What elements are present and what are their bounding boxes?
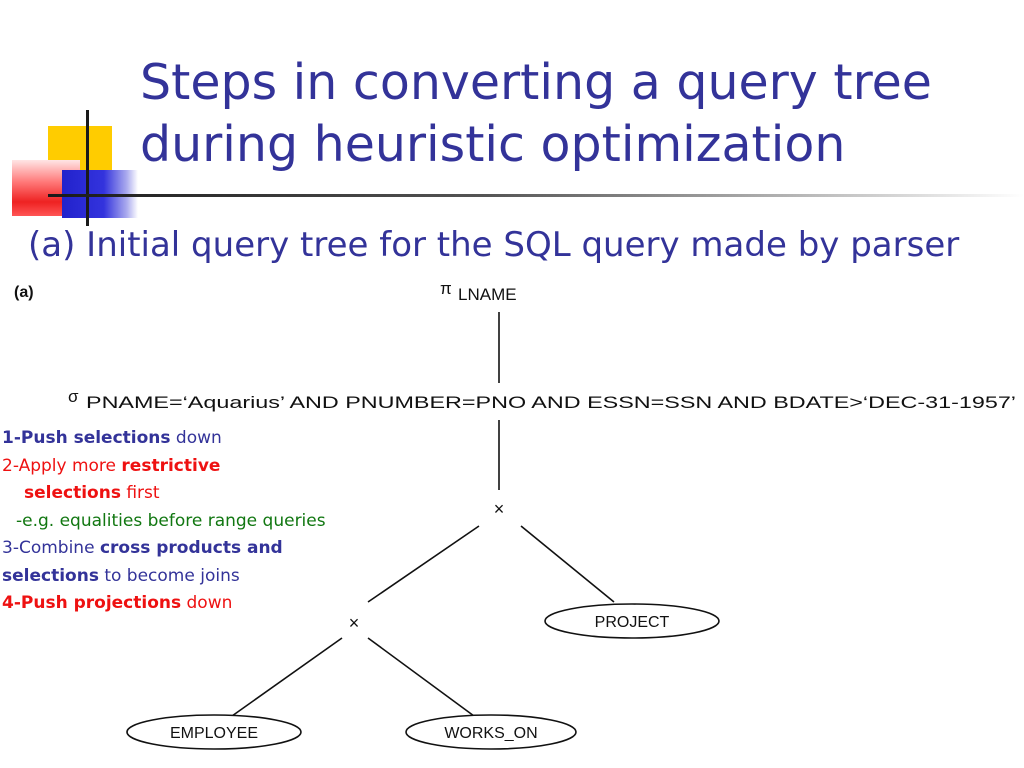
step-2-continued-rest: first bbox=[120, 483, 160, 503]
optimization-steps-list: 1-Push selections down 2-Apply more rest… bbox=[2, 425, 402, 618]
projection-attribute: LNAME bbox=[458, 285, 517, 304]
relation-label-project: PROJECT bbox=[595, 614, 670, 631]
relation-label-employee: EMPLOYEE bbox=[170, 725, 258, 742]
step-4: 4-Push projections down bbox=[2, 590, 402, 618]
step-1-rest: down bbox=[170, 428, 222, 448]
relation-node-project bbox=[544, 603, 720, 639]
decor-vertical-line bbox=[86, 110, 89, 226]
slide-title: Steps in converting a query tree during … bbox=[140, 52, 1010, 176]
step-3-continued-bold: selections bbox=[2, 565, 99, 586]
slide-title-line-1: Steps in converting a query tree bbox=[140, 54, 932, 111]
step-1-bold: 1-Push selections bbox=[2, 428, 171, 448]
cross-product-upper: × bbox=[494, 499, 505, 519]
relation-node-employee bbox=[126, 714, 302, 750]
cross-product-lower: × bbox=[349, 613, 360, 633]
step-2-bold: restrictive bbox=[121, 455, 221, 476]
edge-lower-cross-product-to-works-on bbox=[367, 637, 475, 717]
title-underline bbox=[48, 194, 1024, 197]
step-2-prefix: 2-Apply more bbox=[2, 455, 122, 476]
step-3-bold: cross products and bbox=[99, 538, 283, 558]
step-3-continued-rest: to become joins bbox=[98, 565, 240, 586]
edge-cross-product-to-lower-cross-product bbox=[367, 525, 480, 603]
step-1: 1-Push selections down bbox=[2, 425, 402, 453]
relation-label-works-on: WORKS_ON bbox=[444, 725, 537, 742]
projection-symbol: π bbox=[440, 279, 452, 298]
step-3-continued: selections to become joins bbox=[2, 563, 402, 591]
figure-label: (a) bbox=[14, 284, 34, 301]
step-2: 2-Apply more restrictive bbox=[2, 453, 402, 481]
step-4-rest: down bbox=[181, 593, 233, 613]
step-3-prefix: 3-Combine bbox=[2, 538, 100, 558]
selection-condition: PNAME=‘Aquarius’ AND PNUMBER=PNO AND ESS… bbox=[86, 394, 1016, 412]
slide-subtitle: (a) Initial query tree for the SQL query… bbox=[28, 225, 960, 265]
selection-symbol: σ bbox=[68, 387, 79, 406]
step-2-continued: selections first bbox=[2, 480, 402, 508]
edge-lower-cross-product-to-employee bbox=[231, 637, 343, 717]
step-2-example: -e.g. equalities before range queries bbox=[16, 510, 326, 531]
step-3: 3-Combine cross products and bbox=[2, 535, 402, 563]
slide-title-line-2: during heuristic optimization bbox=[140, 116, 846, 173]
edge-cross-product-to-project bbox=[520, 525, 615, 603]
relation-node-works-on bbox=[405, 714, 577, 750]
step-4-bold: 4-Push projections bbox=[2, 593, 182, 613]
step-2-continued-bold: selections bbox=[24, 483, 121, 503]
